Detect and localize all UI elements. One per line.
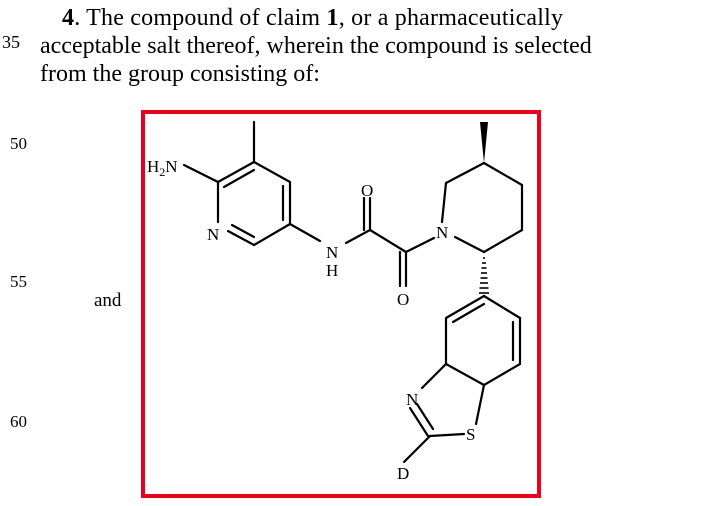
claim-text-1-tail: , or a pharmaceutically (338, 5, 564, 31)
deuterium-label: D (397, 464, 409, 483)
structure-highlight-frame (141, 110, 541, 498)
line-number-50: 50 (10, 134, 27, 153)
sulfur-label: S (466, 425, 475, 444)
pyridine-nitrogen-label: N (207, 225, 219, 244)
claim-line-3: from the group consisting of: (40, 61, 320, 87)
amide-hydrogen-label: H (326, 261, 338, 280)
piperidine-nitrogen-label: N (436, 223, 448, 242)
line-number-35: 35 (2, 32, 20, 52)
oxygen-top-label: O (361, 181, 373, 200)
thiazole-nitrogen-label: N (406, 390, 418, 409)
wedge-bond (480, 122, 488, 163)
oxygen-bottom-label: O (397, 290, 409, 309)
claim-text-1: . The compound of claim (74, 5, 327, 31)
line-number-60: 60 (10, 412, 27, 431)
conjunction-and: and (94, 290, 122, 311)
line-number-55: 55 (10, 272, 27, 291)
hashed-wedge-bond (479, 257, 489, 294)
claim-line-2: acceptable salt thereof, wherein the com… (40, 33, 592, 59)
amine-label: H2N (147, 157, 178, 179)
claim-number: 4 (62, 5, 75, 31)
claim-reference: 1 (326, 5, 339, 31)
claim-line-1: 4. The compound of claim 1, or a pharmac… (62, 4, 563, 32)
amide-nitrogen-label: N (326, 243, 338, 262)
bond-lines (182, 120, 524, 464)
